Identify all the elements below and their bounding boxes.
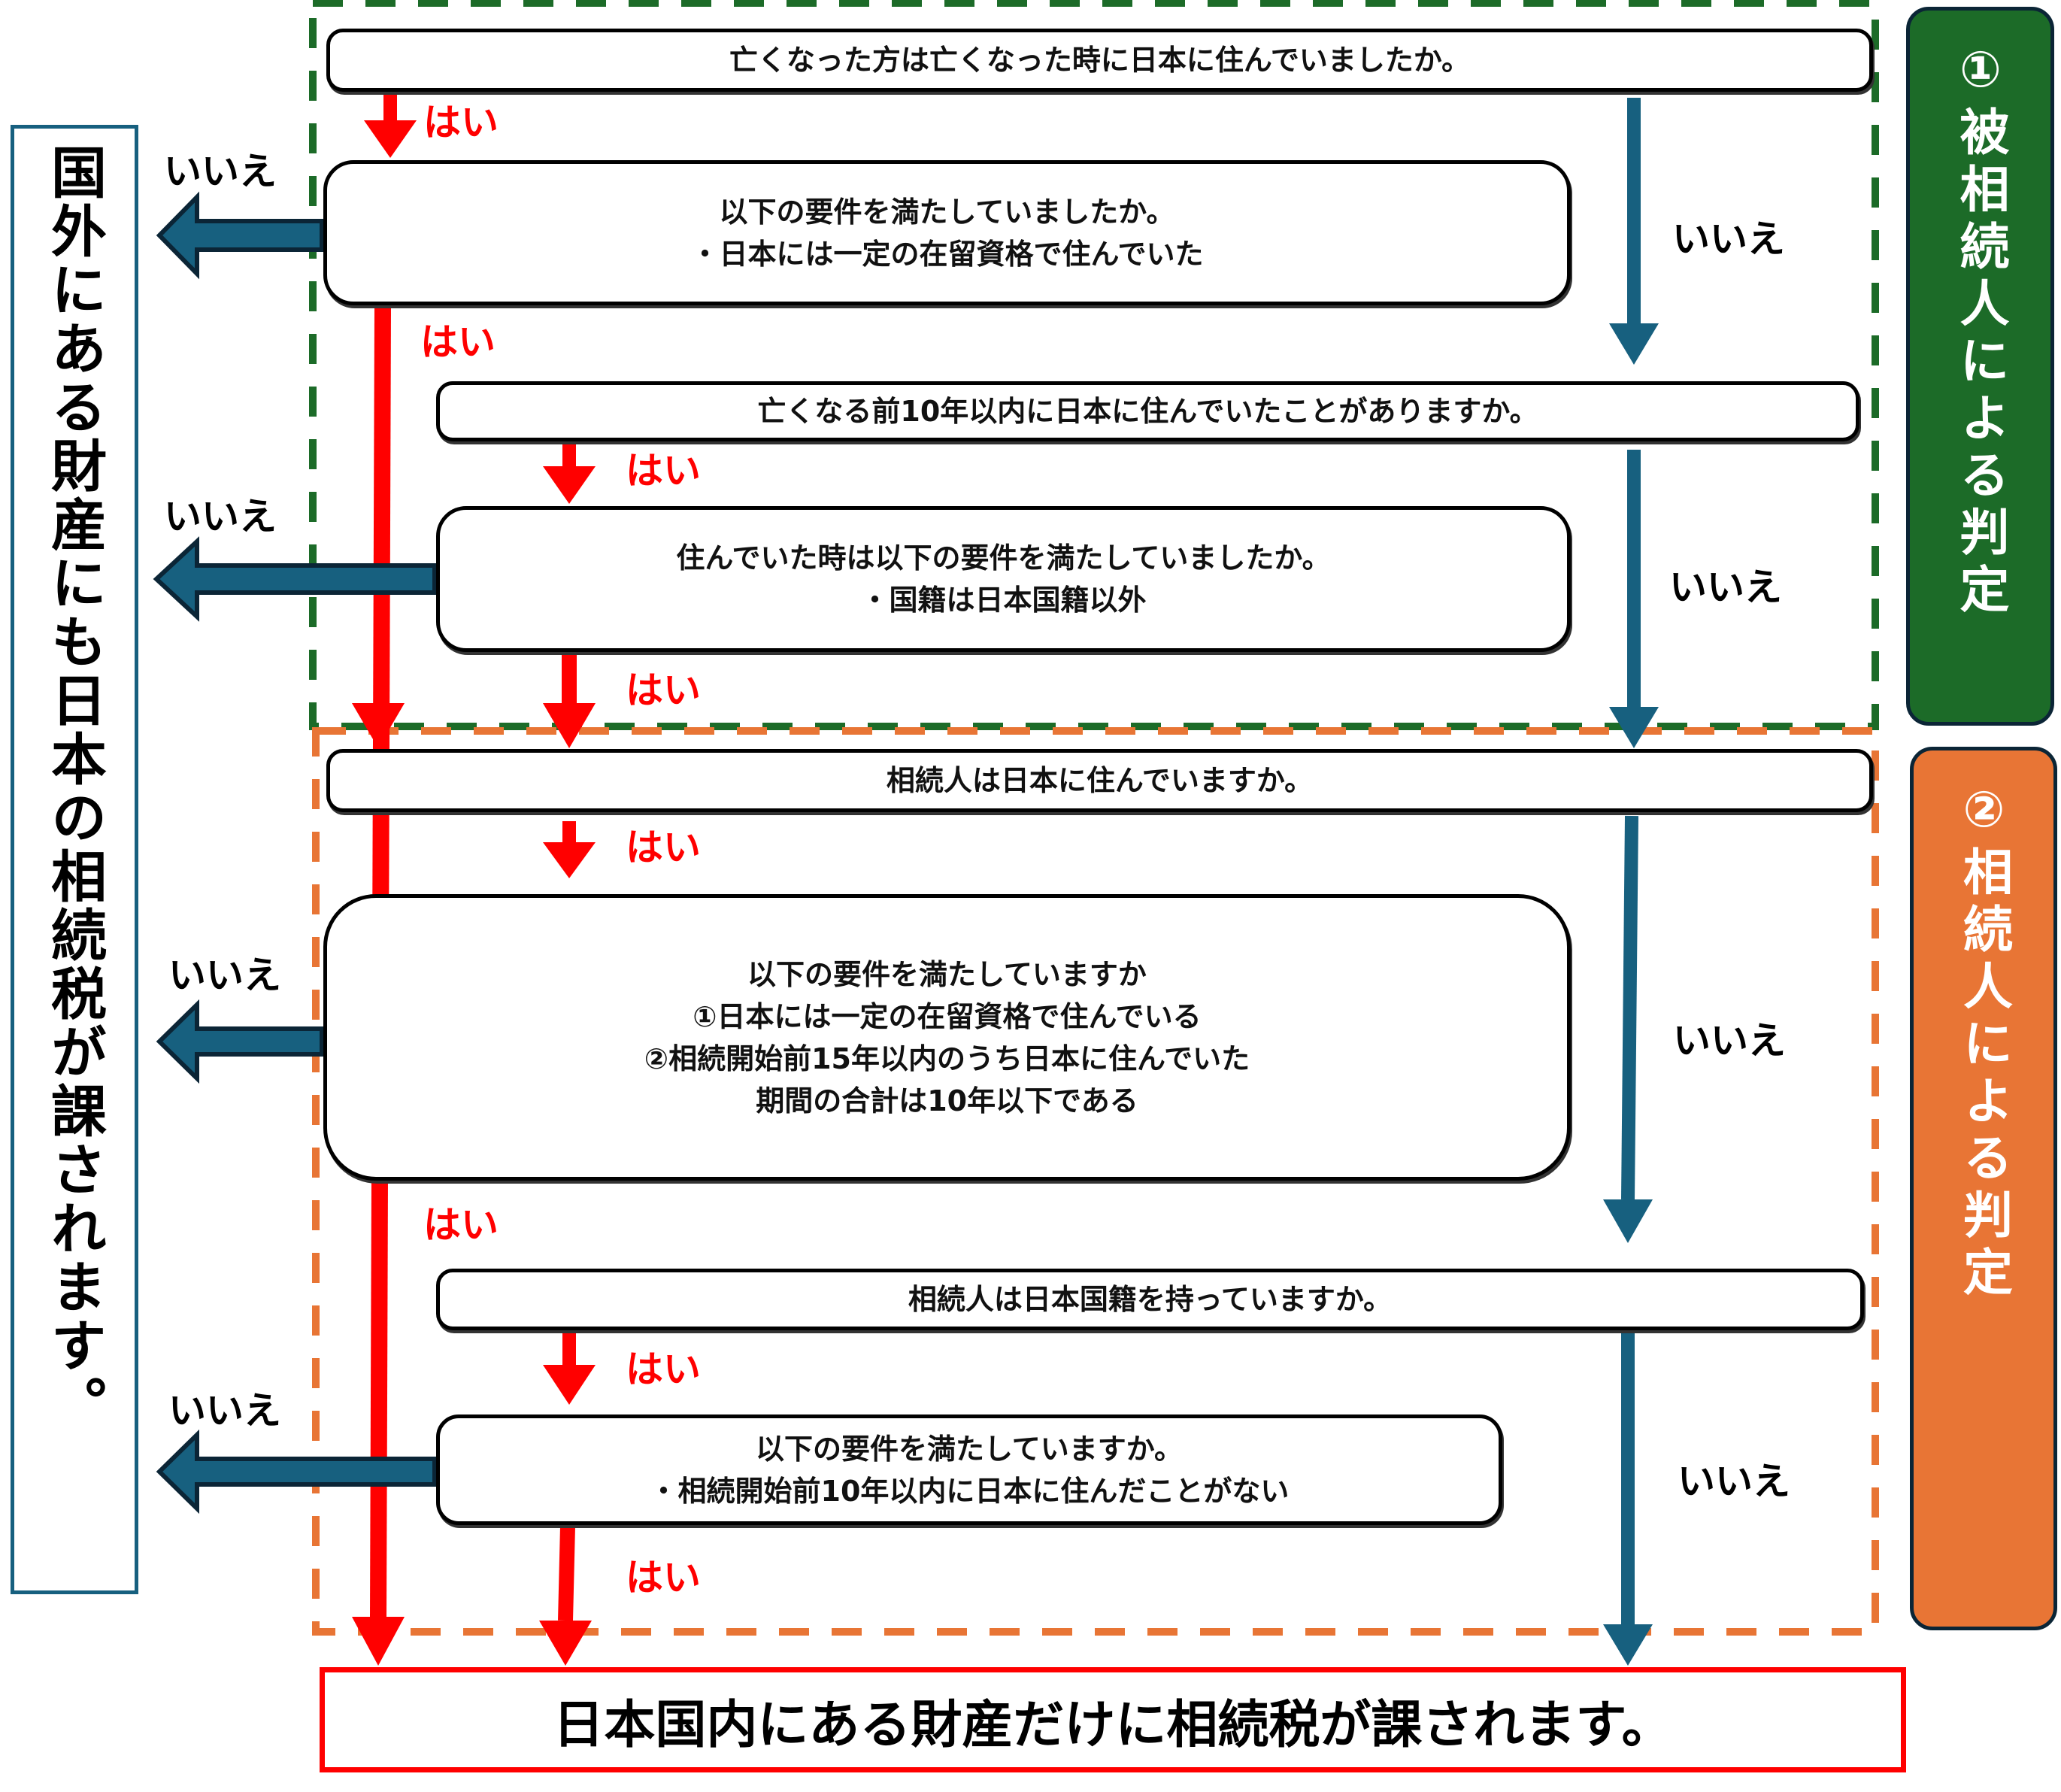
section2-label-text: ②相続人による判定 [1955, 781, 2013, 1303]
question-box-q4: 住んでいた時は以下の要件を満たしていましたか。 ・国籍は日本国籍以外 [436, 506, 1571, 652]
question-box-q5: 相続人は日本に住んでいますか。 [326, 749, 1873, 812]
question-text: 以下の要件を満たしていますか。 ・相続開始前10年以内に日本に住んだことがない [649, 1432, 1290, 1508]
question-text: 相続人は日本国籍を持っていますか。 [908, 1283, 1393, 1316]
result-overseas-assets-taxed: 国外にある財産にも日本の相続税が課されます。 [11, 125, 138, 1594]
section1-label-text: ①被相続人による判定 [1951, 41, 2010, 620]
section2-label: ②相続人による判定 [1910, 747, 2057, 1630]
question-text: 亡くなった方は亡くなった時に日本に住んでいましたか。 [729, 44, 1471, 77]
question-box-q6: 以下の要件を満たしていますか ①日本には一定の在留資格で住んでいる ②相続開始前… [323, 894, 1571, 1181]
question-text: 亡くなる前10年以内に日本に住んでいたことがありますか。 [757, 395, 1538, 428]
no-label-left: いいえ [164, 150, 277, 193]
yes-label: はい [420, 320, 496, 364]
section1-frame [309, 0, 1879, 730]
question-box-q8: 以下の要件を満たしていますか。 ・相続開始前10年以内に日本に住んだことがない [436, 1414, 1502, 1525]
result-domestic-assets-only: 日本国内にある財産だけに相続税が課されます。 [320, 1667, 1906, 1772]
yes-label: はい [626, 1348, 701, 1391]
section2-frame [312, 727, 1879, 1636]
no-arrow-left-3 [156, 999, 324, 1084]
no-arrow-left-2 [153, 536, 437, 622]
no-label-left: いいえ [168, 1389, 281, 1433]
no-label-right: いいえ [1673, 1019, 1786, 1063]
section1-label: ①被相続人による判定 [1906, 7, 2054, 726]
yes-label: はい [423, 101, 499, 144]
result-overseas-text: 国外にある財産にも日本の相続税が課されます。 [41, 144, 107, 1434]
no-label-left: いいえ [164, 495, 277, 538]
no-arrow-left-4 [156, 1429, 437, 1515]
question-box-q7: 相続人は日本国籍を持っていますか。 [436, 1269, 1864, 1330]
yes-label: はい [626, 449, 701, 493]
yes-label: はい [626, 669, 701, 712]
no-arrow-left-1 [156, 191, 324, 280]
yes-label: はい [626, 1556, 701, 1599]
question-text: 以下の要件を満たしていましたか。 ・日本には一定の在留資格で住んでいた [690, 195, 1204, 271]
yes-label: はい [423, 1203, 499, 1247]
question-box-q2: 以下の要件を満たしていましたか。 ・日本には一定の在留資格で住んでいた [323, 160, 1571, 305]
question-text: 相続人は日本に住んでいますか。 [886, 764, 1314, 797]
question-box-q3: 亡くなる前10年以内に日本に住んでいたことがありますか。 [436, 381, 1859, 441]
no-label-right: いいえ [1678, 1460, 1790, 1503]
no-label-left: いいえ [168, 954, 281, 997]
question-box-q1: 亡くなった方は亡くなった時に日本に住んでいましたか。 [326, 29, 1873, 92]
question-text: 住んでいた時は以下の要件を満たしていましたか。 ・国籍は日本国籍以外 [676, 541, 1331, 617]
no-label-right: いいえ [1672, 217, 1785, 261]
yes-label: はい [626, 826, 701, 869]
question-text: 以下の要件を満たしていますか ①日本には一定の在留資格で住んでいる ②相続開始前… [644, 957, 1250, 1117]
result-domestic-text: 日本国内にある財産だけに相続税が課されます。 [553, 1695, 1673, 1755]
no-label-right: いいえ [1669, 565, 1782, 609]
